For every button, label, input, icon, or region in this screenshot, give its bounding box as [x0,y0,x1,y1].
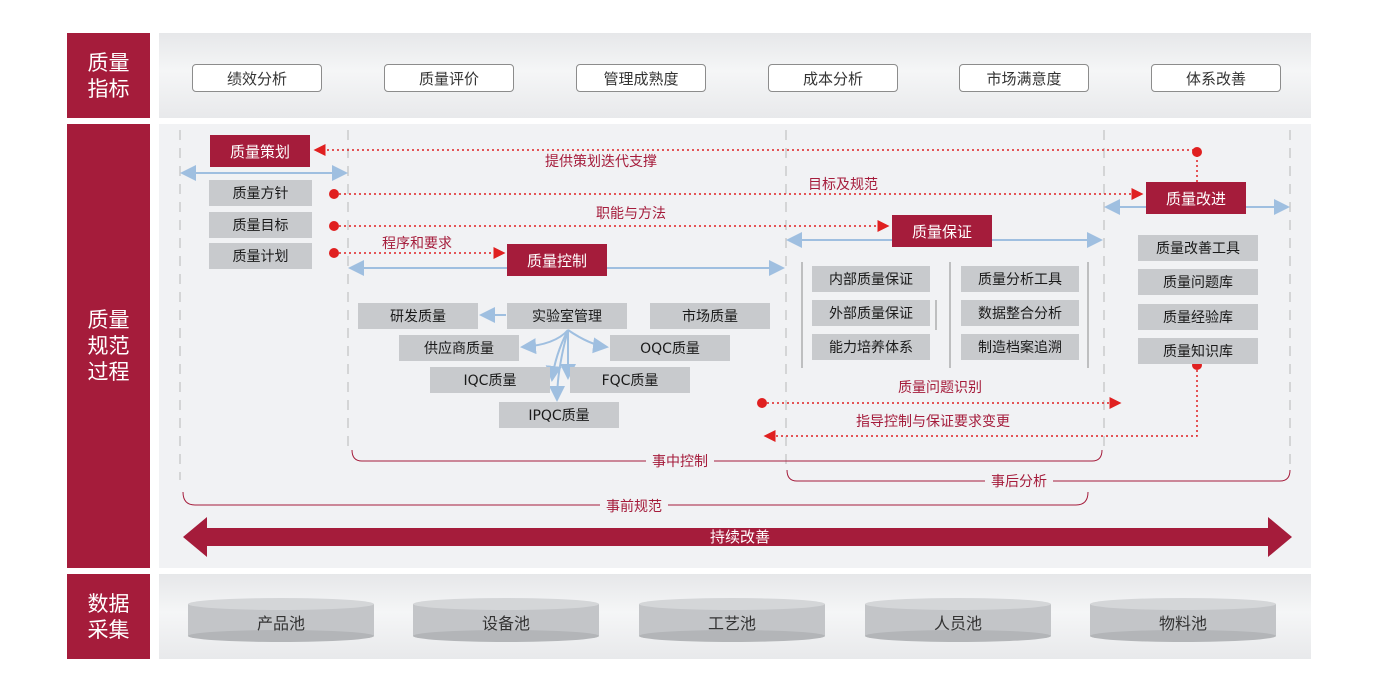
label-plan-support: 提供策划迭代支撑 [545,154,657,170]
side-label-process: 质量 规范 过程 [67,124,150,568]
planning-goal[interactable]: 质量目标 [209,212,312,238]
brace-in-process [351,449,1103,462]
improve-experience-lib[interactable]: 质量经验库 [1138,304,1258,330]
label-goal-spec: 目标及规范 [808,177,878,193]
planning-title[interactable]: 质量策划 [210,135,310,167]
metric-cost[interactable]: 成本分析 [768,64,898,92]
continuous-improve-label: 持续改善 [709,528,770,546]
assurance-external[interactable]: 外部质量保证 [812,300,930,326]
label-duty-method: 职能与方法 [596,206,666,222]
improve-issue-lib[interactable]: 质量问题库 [1138,269,1258,295]
assurance-analysis-tools[interactable]: 质量分析工具 [961,266,1079,292]
metric-performance[interactable]: 绩效分析 [192,64,322,92]
improve-title[interactable]: 质量改进 [1146,182,1246,214]
control-lab[interactable]: 实验室管理 [507,303,627,329]
control-title[interactable]: 质量控制 [507,244,607,276]
improve-tools[interactable]: 质量改善工具 [1138,235,1258,261]
control-iqc[interactable]: IQC质量 [430,367,550,393]
pool-cylinder-personnel [865,598,1051,642]
control-oqc[interactable]: OQC质量 [610,335,730,361]
assurance-traceability[interactable]: 制造档案追溯 [961,334,1079,360]
assurance-internal[interactable]: 内部质量保证 [812,266,930,292]
metric-satisfaction[interactable]: 市场满意度 [959,64,1089,92]
control-market[interactable]: 市场质量 [650,303,770,329]
process-panel [159,124,1311,568]
pool-personnel[interactable]: 人员池 [933,614,982,633]
lab-fan-arrows [479,307,609,402]
assurance-title[interactable]: 质量保证 [892,215,992,247]
side-label-metrics: 质量 指标 [67,33,150,118]
control-supplier[interactable]: 供应商质量 [399,335,519,361]
assurance-brackets [801,262,1089,368]
metric-maturity[interactable]: 管理成熟度 [576,64,706,92]
phase-post: 事后分析 [985,471,1053,491]
pool-cylinder-equipment [413,598,599,642]
pool-cylinders [188,598,1276,642]
planning-policy[interactable]: 质量方针 [209,180,312,206]
control-rd[interactable]: 研发质量 [358,303,478,329]
control-fqc[interactable]: FQC质量 [570,367,690,393]
metrics-panel: 绩效分析 质量评价 管理成熟度 成本分析 市场满意度 体系改善 [159,33,1311,118]
label-procedure: 程序和要求 [382,236,452,252]
pool-cylinder-process [639,598,825,642]
pool-process[interactable]: 工艺池 [707,614,756,633]
pool-material[interactable]: 物料池 [1158,614,1207,633]
phase-pre: 事前规范 [600,496,668,516]
pool-cylinder-material [1090,598,1276,642]
flow-guide-change [763,365,1198,442]
pool-cylinder-product [188,598,374,642]
side-label-data: 数据 采集 [67,574,150,659]
pool-product[interactable]: 产品池 [256,614,305,633]
phase-guides [179,130,1291,480]
label-issue-identify: 质量问题识别 [898,380,982,396]
assurance-data-integration[interactable]: 数据整合分析 [961,300,1079,326]
metric-quality-evaluation[interactable]: 质量评价 [384,64,514,92]
control-ipqc[interactable]: IPQC质量 [499,402,619,428]
phase-in-process: 事中控制 [646,451,714,471]
assurance-capability[interactable]: 能力培养体系 [812,334,930,360]
label-guide-change: 指导控制与保证要求变更 [856,414,1010,430]
improve-knowledge-lib[interactable]: 质量知识库 [1138,338,1258,364]
continuous-improve-arrow [183,517,1292,557]
metric-system-improve[interactable]: 体系改善 [1151,64,1281,92]
planning-plan[interactable]: 质量计划 [209,243,312,269]
pool-equipment[interactable]: 设备池 [481,614,530,633]
